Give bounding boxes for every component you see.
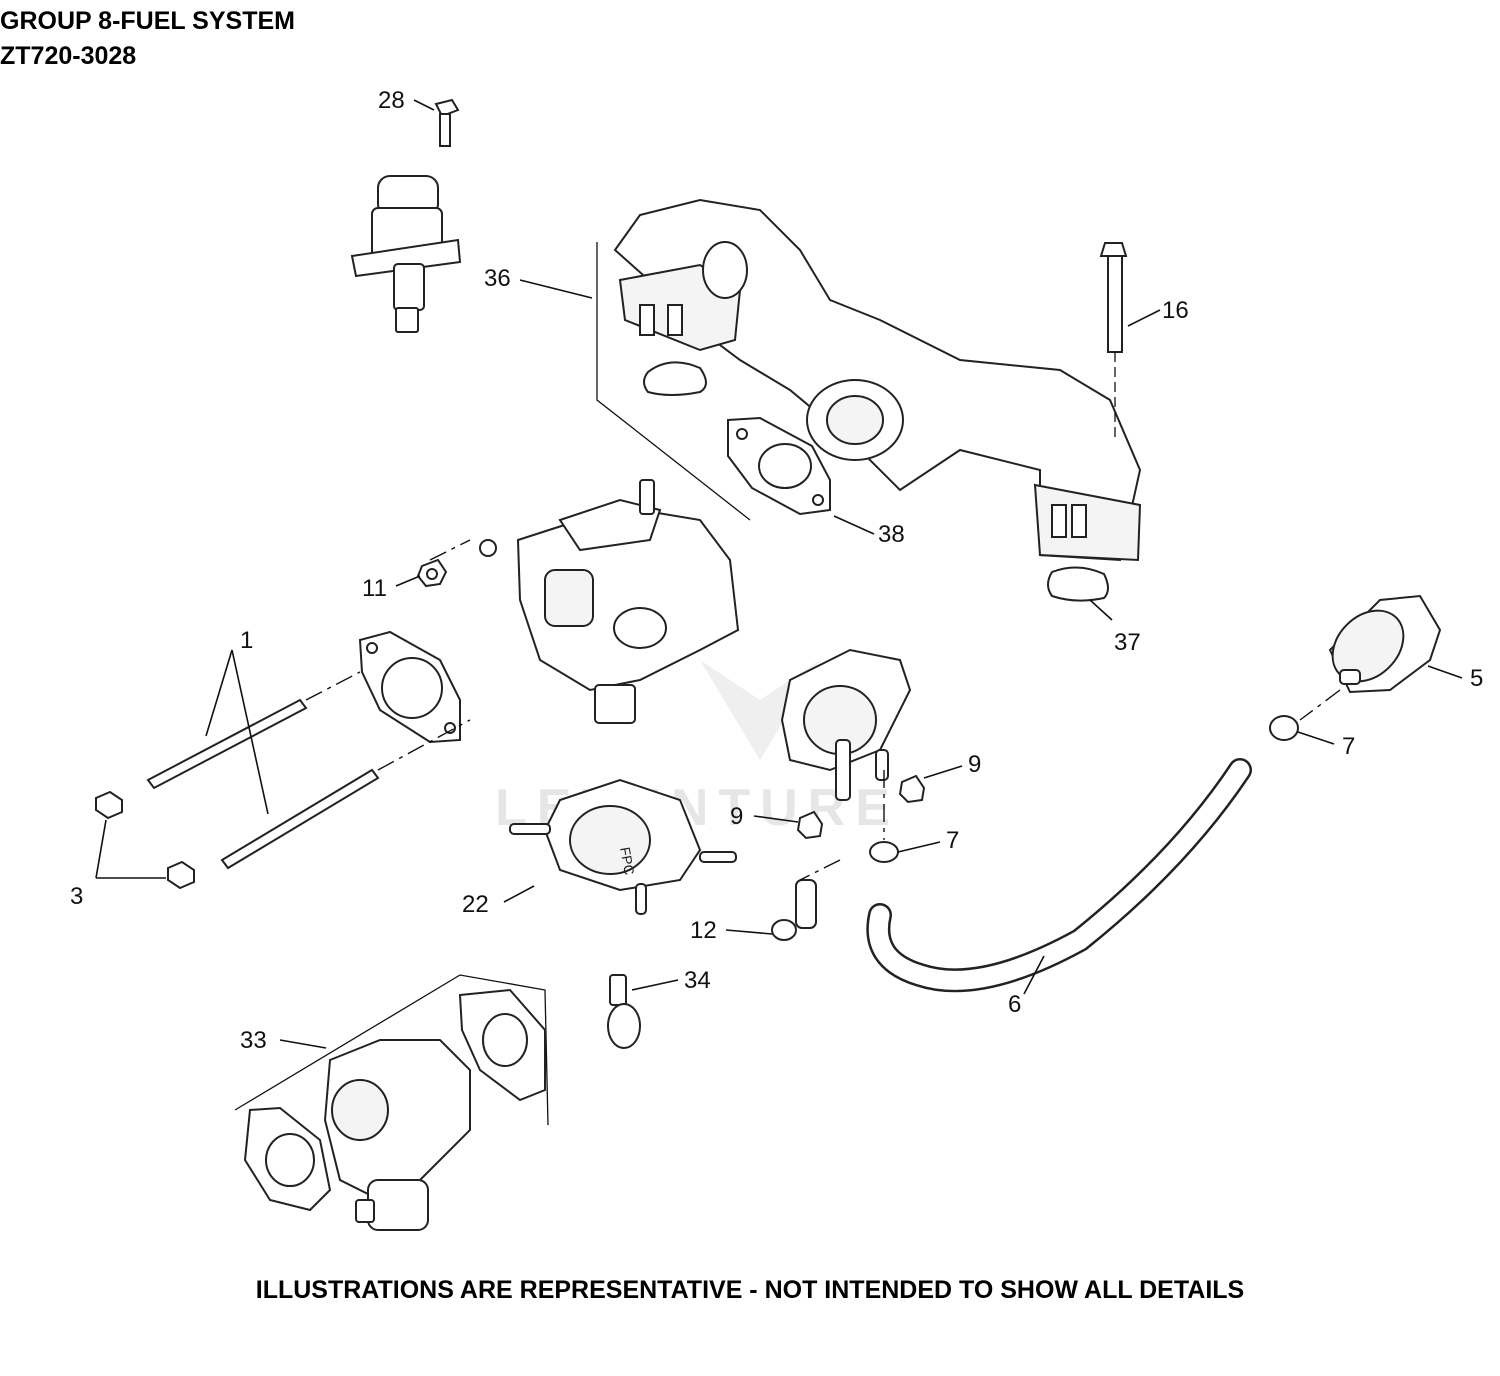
callout-3: 3 [70, 883, 83, 910]
callout-7-filter-clamp: 7 [1342, 733, 1355, 760]
model-number: ZT720-3028 [0, 42, 137, 70]
callout-9-lower: 9 [730, 803, 743, 830]
bracket-line [596, 242, 751, 521]
part-37-oring-lower [1047, 566, 1109, 602]
callout-36: 36 [484, 265, 511, 292]
assembly-line [799, 859, 841, 881]
leader-lines [95, 99, 1463, 1049]
callout-38: 38 [878, 521, 905, 548]
part-34-hose-clip [607, 974, 641, 1049]
part-5-fuel-filter [1299, 594, 1442, 721]
callout-28: 28 [378, 87, 405, 114]
part-16-long-bolt [1099, 242, 1128, 440]
callout-16: 16 [1162, 297, 1189, 324]
carburetor-gasket [358, 630, 461, 744]
callout-11: 11 [362, 575, 387, 602]
callout-6: 6 [1008, 991, 1021, 1018]
part-33-carburetor-assembly [234, 974, 549, 1231]
callout-37: 37 [1114, 629, 1141, 656]
fuel-pump-marking: FPC [617, 846, 638, 876]
part-1-studs [146, 671, 471, 870]
part-3-nut-lower [167, 860, 195, 890]
part-11-nut [416, 558, 448, 588]
callout-7-hose-clamp: 7 [946, 827, 959, 854]
part-37-oring-upper [643, 361, 707, 396]
part-22-fuel-pump: FPC [509, 778, 737, 915]
callout-9-upper: 9 [968, 751, 981, 778]
diagram-title: GROUP 8-FUEL SYSTEM [0, 7, 295, 35]
part-7-clamp-lower [869, 841, 899, 863]
part-36-intake-manifold [613, 198, 1142, 562]
fuel-pump-module [780, 648, 912, 801]
callout-1: 1 [240, 627, 253, 654]
part-12-elbow-fitting [771, 879, 817, 941]
disclaimer-note: ILLUSTRATIONS ARE REPRESENTATIVE - NOT I… [255, 1276, 1245, 1304]
part-28-bolt [434, 98, 460, 147]
part-7-clamp-upper [1269, 715, 1299, 741]
callout-5: 5 [1470, 665, 1483, 692]
part-38-gasket [727, 416, 831, 516]
part-3-nut-upper [95, 790, 123, 820]
part-9-bolt-right [898, 774, 926, 804]
callout-22: 22 [462, 891, 489, 918]
callout-12: 12 [690, 917, 717, 944]
assembly-line [429, 539, 471, 561]
callout-34: 34 [684, 967, 711, 994]
part-9-bolt-left [796, 810, 824, 840]
callout-33: 33 [240, 1027, 267, 1054]
carburetor [479, 479, 740, 724]
idle-air-valve [350, 175, 462, 333]
